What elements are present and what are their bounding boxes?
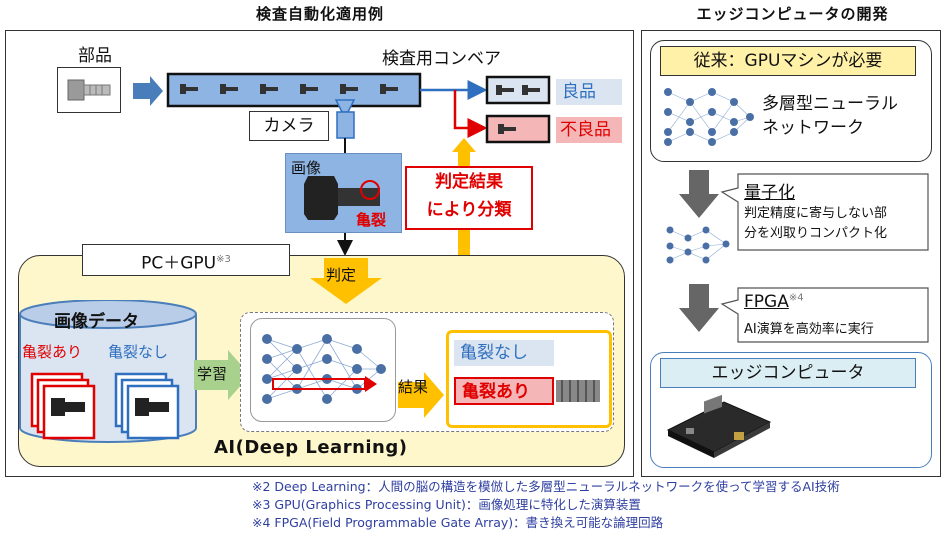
captured-image: 画像 亀裂 — [285, 153, 402, 233]
camera-lens — [334, 99, 356, 113]
image-database — [19, 300, 197, 443]
pc-gpu-note: ※3 — [216, 254, 231, 265]
quantize-desc-line2: 分を刈取りコンパクト化 — [744, 226, 888, 241]
footnote-2: ※2 Deep Learning：人間の脳の構造を模倣した多層型ニューラルネット… — [252, 479, 840, 494]
right-panel-title: エッジコンピュータの開発 — [696, 5, 889, 23]
cracked-bolt-icon — [304, 176, 380, 220]
fpga-note: ※4 — [788, 292, 804, 304]
judge-arrow — [310, 258, 382, 304]
conventional-label: 従来：GPUマシンが必要 — [660, 46, 916, 76]
footnote-4: ※4 FPGA(Field Programmable Gate Array)：書… — [252, 515, 664, 530]
crack-label: 亀裂 — [356, 211, 387, 229]
quantize-title: 量子化 — [744, 183, 795, 203]
bolt-thread-icon — [556, 380, 600, 402]
crack-yes-label: 亀裂あり — [22, 343, 83, 361]
edge-computer-label: エッジコンピュータ — [660, 358, 916, 388]
quantize-desc: 判定精度に寄与しない部 分を刈取りコンパクト化 — [744, 204, 887, 244]
quantize-arrow — [679, 170, 719, 218]
fpga-arrow — [679, 284, 719, 332]
conveyor-belt — [166, 72, 422, 108]
neural-network-box — [250, 318, 396, 422]
bad-bin — [485, 114, 551, 144]
sort-result-line1: 判定結果 — [435, 172, 503, 192]
camera-body — [336, 111, 355, 139]
crack-no-label: 亀裂なし — [108, 343, 169, 361]
sort-result-line2: により分類 — [426, 200, 512, 220]
footnote-3: ※3 GPU(Graphics Processing Unit)：画像処理に特化… — [252, 497, 641, 512]
sort-result-box: 判定結果 により分類 — [405, 166, 533, 230]
conveyor-bolts — [180, 84, 398, 94]
result-arrow — [398, 372, 444, 418]
quantize-desc-line1: 判定精度に寄与しない部 — [744, 206, 888, 221]
small-network-icon — [666, 226, 730, 264]
good-label: 良品 — [556, 79, 622, 105]
learn-label: 学習 — [197, 365, 228, 383]
learn-arrow — [194, 350, 250, 400]
result-crack: 亀裂あり — [454, 377, 554, 405]
mlp-line2: ネットワーク — [762, 118, 864, 138]
part-image — [57, 67, 121, 113]
judge-label: 判定 — [326, 266, 357, 284]
large-network-icon — [664, 88, 754, 146]
fpga-callout — [720, 287, 929, 343]
sort-arrow-head — [452, 138, 476, 152]
neural-network-icon — [262, 334, 386, 404]
left-panel-title: 検査自動化適用例 — [255, 5, 384, 23]
pc-gpu-label: PC＋GPU — [141, 253, 217, 274]
result-label: 結果 — [398, 378, 429, 396]
footnotes: ※2 Deep Learning：人間の脳の構造を模倣した多層型ニューラルネット… — [252, 478, 840, 532]
image-data-label: 画像データ — [54, 312, 139, 332]
pc-gpu-box: PC＋GPU※3 — [82, 244, 290, 276]
edge-board-icon — [666, 394, 772, 458]
fpga-title: FPGA — [744, 292, 789, 312]
bad-label: 不良品 — [556, 117, 622, 143]
conveyor-label: 検査用コンベア — [382, 49, 501, 69]
quantize-callout — [720, 173, 929, 251]
camera-label: カメラ — [249, 111, 329, 141]
feed-arrow — [133, 76, 163, 106]
parts-label: 部品 — [78, 46, 112, 66]
bolt-icon — [67, 79, 111, 101]
result-no-crack: 亀裂なし — [454, 340, 554, 366]
mlp-text: 多層型ニューラル ネットワーク — [762, 92, 898, 140]
fpga-desc: AI演算を高効率に実行 — [744, 322, 874, 337]
fpga-title-wrap: FPGA※4 — [744, 292, 804, 312]
image-label: 画像 — [291, 159, 322, 177]
ai-label: AI(Deep Learning) — [214, 437, 408, 458]
mlp-line1: 多層型ニューラル — [762, 94, 898, 114]
